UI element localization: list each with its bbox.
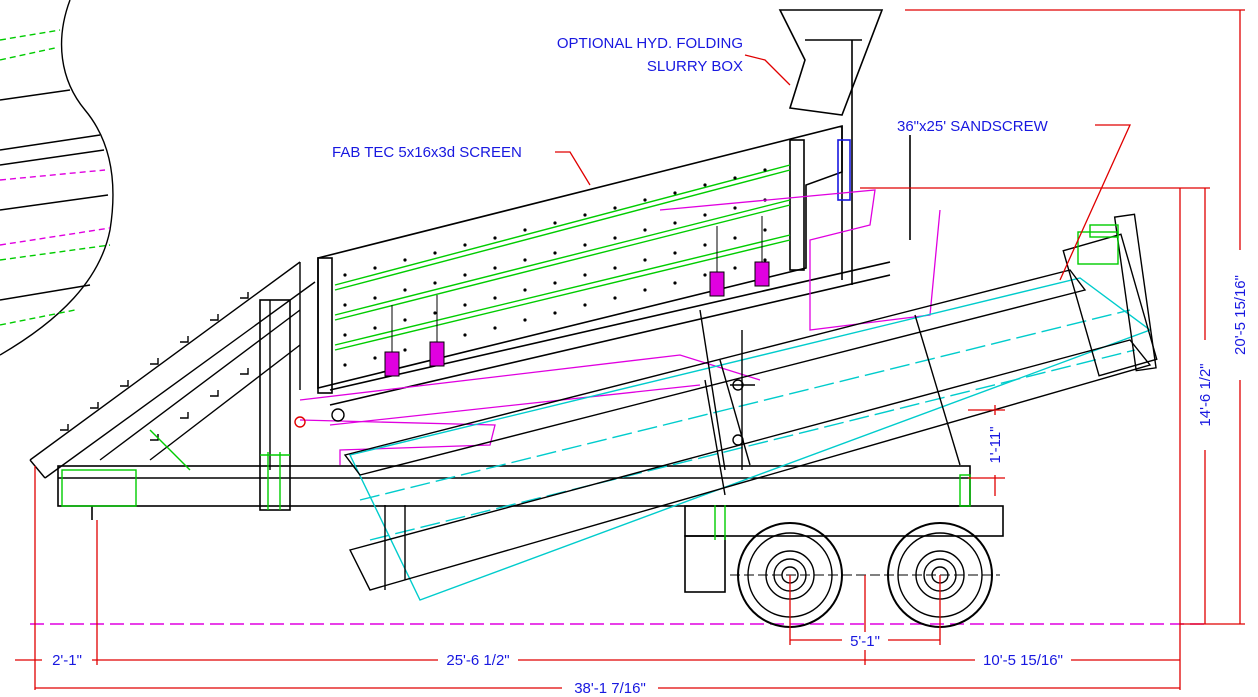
dim-front-overhang: 2'-1" xyxy=(52,652,82,669)
sandscrew-label: 36"x25' SANDSCREW xyxy=(897,118,1049,135)
screen-body xyxy=(317,40,911,406)
dim-overall-height: 20'-5 15/16" xyxy=(1232,275,1249,355)
screen-label: FAB TEC 5x16x3d SCREEN xyxy=(332,144,522,161)
screen-bolts xyxy=(343,168,767,367)
stairway xyxy=(29,261,316,479)
dim-low-height: 1'-11" xyxy=(987,426,1004,463)
breakout-detail xyxy=(0,0,114,356)
screen-springs xyxy=(384,216,770,377)
slurry-box-label-line2: SLURRY BOX xyxy=(647,58,743,75)
sandscrew xyxy=(343,213,1158,601)
slurry-box-label-line1: OPTIONAL HYD. FOLDING xyxy=(557,35,743,52)
slurry-box xyxy=(778,9,884,201)
dim-mid-height: 14'-6 1/2" xyxy=(1197,363,1214,426)
screen-decks xyxy=(334,164,791,351)
frame-details xyxy=(61,429,971,540)
dim-axle-spacing: 5'-1" xyxy=(850,633,880,650)
dim-overall-length: 38'-1 7/16" xyxy=(574,680,646,697)
dim-rear-length: 10'-5 15/16" xyxy=(983,652,1063,669)
support-struts xyxy=(294,309,755,471)
dimension-lines xyxy=(15,9,1245,690)
dim-main-length: 25'-6 1/2" xyxy=(446,652,509,669)
dimension-texts: 20'-5 15/16" 14'-6 1/2" 1'-11" 5'-1" 2'-… xyxy=(42,250,1250,697)
